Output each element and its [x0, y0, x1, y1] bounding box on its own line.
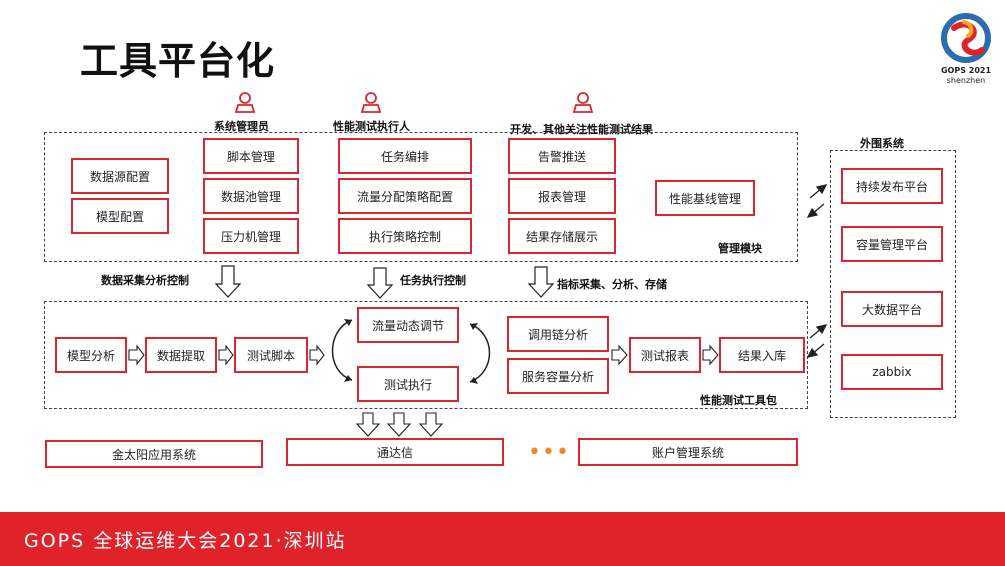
alert-push: 告警推送 — [508, 138, 616, 174]
jintaiyang-system: 金太阳应用系统 — [45, 440, 263, 468]
tongdaxin-system: 通达信 — [286, 438, 504, 466]
down-arrow-icon — [214, 265, 242, 298]
trace-analysis: 调用链分析 — [507, 316, 609, 352]
report-management: 报表管理 — [508, 178, 616, 214]
ellipsis-dots: ••• — [528, 440, 570, 465]
footer-banner: GOPS 全球运维大会2021·深圳站 — [0, 512, 1005, 566]
management-module-caption: 管理模块 — [718, 242, 762, 255]
down-arrow-icon — [355, 412, 381, 437]
bidirectional-arrow-icon — [806, 324, 828, 358]
role-executor: 性能测试执行人 — [333, 120, 410, 133]
data-extract: 数据提取 — [145, 337, 217, 373]
person-icon — [234, 92, 256, 113]
logo-line2: shenzhen — [946, 76, 986, 85]
model-config: 模型配置 — [71, 198, 169, 234]
footer-text: GOPS 全球运维大会2021·深圳站 — [24, 530, 347, 552]
model-analysis: 模型分析 — [55, 337, 127, 373]
person-icon — [360, 92, 382, 113]
role-admin: 系统管理员 — [214, 120, 269, 133]
result-storage: 结果入库 — [719, 337, 805, 373]
capacity-analysis: 服务容量分析 — [507, 358, 609, 394]
test-execution: 测试执行 — [357, 366, 459, 402]
script-management: 脚本管理 — [203, 138, 299, 174]
ci-platform: 持续发布平台 — [841, 168, 943, 204]
external-systems-frame — [830, 150, 956, 418]
bidirectional-arrow-icon — [806, 184, 828, 218]
flow-metrics: 指标采集、分析、存储 — [557, 278, 667, 291]
flow-task-exec: 任务执行控制 — [400, 274, 466, 287]
capacity-platform: 容量管理平台 — [841, 226, 943, 262]
flow-data-collect: 数据采集分析控制 — [101, 274, 189, 287]
zabbix: zabbix — [841, 354, 943, 390]
down-arrow-icon — [366, 267, 394, 299]
datapool-management: 数据池管理 — [203, 178, 299, 214]
baseline-management: 性能基线管理 — [655, 180, 755, 216]
down-arrow-icon — [386, 412, 412, 437]
traffic-strategy-config: 流量分配策略配置 — [338, 178, 472, 214]
account-management-system: 账户管理系统 — [578, 438, 798, 466]
traffic-dynamic-adjust: 流量动态调节 — [357, 307, 459, 343]
gops-logo: GOPS 2021 shenzhen — [938, 10, 994, 90]
data-source-config: 数据源配置 — [71, 158, 169, 194]
task-arrange: 任务编排 — [338, 138, 472, 174]
page-title: 工具平台化 — [80, 39, 276, 83]
management-module-frame — [44, 132, 798, 262]
press-machine-management: 压力机管理 — [203, 218, 299, 254]
person-icon — [572, 92, 594, 113]
gops-logo-mark-icon — [941, 13, 991, 63]
toolkit-caption: 性能测试工具包 — [700, 394, 777, 407]
down-arrow-icon — [527, 266, 555, 298]
bigdata-platform: 大数据平台 — [841, 291, 943, 327]
result-storage-display: 结果存储展示 — [508, 218, 616, 254]
test-script: 测试脚本 — [234, 337, 308, 373]
test-report: 测试报表 — [629, 337, 701, 373]
external-systems-caption: 外围系统 — [860, 137, 904, 150]
exec-strategy-control: 执行策略控制 — [338, 218, 472, 254]
down-arrow-icon — [418, 412, 444, 437]
logo-line1: GOPS 2021 — [940, 66, 992, 75]
